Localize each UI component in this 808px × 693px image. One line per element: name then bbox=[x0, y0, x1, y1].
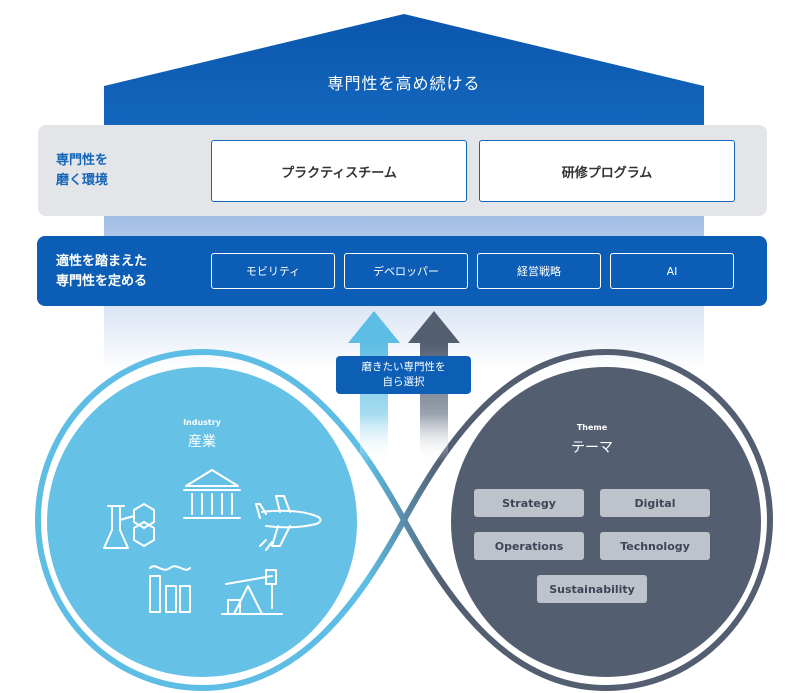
define-label-line1: 適性を踏まえた bbox=[56, 254, 148, 269]
environment-label-line2: 磨く環境 bbox=[56, 173, 109, 188]
environment-label-line1: 専門性を bbox=[56, 153, 109, 168]
oil-pump-icon bbox=[221, 569, 283, 615]
chip-operations: Operations bbox=[474, 532, 584, 560]
infinity-ring bbox=[34, 348, 774, 692]
chemistry-icon bbox=[103, 503, 155, 549]
chip-digital: Digital bbox=[600, 489, 710, 517]
define-band bbox=[37, 236, 767, 306]
industry-label-ja: 産業 bbox=[188, 434, 216, 450]
pill-ai: AI bbox=[610, 253, 734, 289]
self-select-line2: 自ら選択 bbox=[382, 376, 425, 388]
theme-circle bbox=[451, 367, 761, 677]
practice-team-card: プラクティスチーム bbox=[211, 140, 467, 202]
industry-label-en: Industry bbox=[183, 418, 221, 427]
self-select-tag: 磨きたい専門性を 自ら選択 bbox=[336, 356, 471, 394]
pill-developer: デベロッパー bbox=[344, 253, 468, 289]
airplane-icon bbox=[255, 495, 322, 551]
define-label-line2: 専門性を定める bbox=[56, 274, 148, 289]
environment-label: 専門性を 磨く環境 bbox=[56, 151, 108, 191]
training-program-card: 研修プログラム bbox=[479, 140, 735, 202]
theme-label-ja: テーマ bbox=[571, 440, 613, 456]
define-label: 適性を踏まえた 専門性を定める bbox=[56, 252, 147, 292]
roof-title: 専門性を高め続ける bbox=[327, 74, 481, 93]
pill-strategy: 経営戦略 bbox=[477, 253, 601, 289]
bank-icon bbox=[183, 469, 241, 519]
self-select-line1: 磨きたい専門性を bbox=[361, 361, 446, 373]
industry-circle bbox=[47, 367, 357, 677]
pill-mobility: モビリティ bbox=[211, 253, 335, 289]
chip-technology: Technology bbox=[600, 532, 710, 560]
theme-label-en: Theme bbox=[576, 423, 608, 432]
chip-strategy: Strategy bbox=[474, 489, 584, 517]
factory-icon bbox=[149, 565, 191, 613]
chip-sustainability: Sustainability bbox=[537, 575, 647, 603]
roof bbox=[104, 14, 704, 125]
